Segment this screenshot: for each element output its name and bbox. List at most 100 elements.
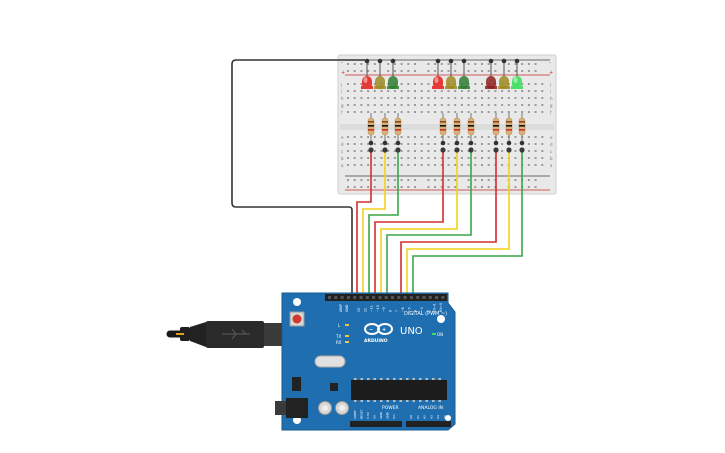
digital-pin-label: 13 xyxy=(357,308,361,312)
rx-led xyxy=(345,341,349,343)
row-letter: f xyxy=(550,110,552,115)
signal-wire[interactable] xyxy=(362,150,386,298)
l-led xyxy=(345,324,349,326)
rail-plus-label-right: + xyxy=(549,70,553,76)
power-pin-label: RESET xyxy=(360,409,364,419)
digital-pin-label: ~6 xyxy=(401,307,405,312)
digital-pin-label: 12 xyxy=(363,308,367,312)
row-letter: d xyxy=(341,142,344,147)
led xyxy=(388,76,398,89)
l-label: L xyxy=(338,323,341,328)
svg-text:−: − xyxy=(369,327,373,333)
crystal-oscillator xyxy=(314,355,346,368)
row-letter: c xyxy=(341,149,343,154)
led xyxy=(486,76,496,89)
model-label: UNO xyxy=(400,326,423,337)
gnd-pin-label: GND xyxy=(345,304,349,312)
power-jack[interactable] xyxy=(275,398,308,418)
row-letter: a xyxy=(550,163,553,168)
analog-pin-label: A0 xyxy=(409,415,413,419)
digital-pin-label: 2 xyxy=(426,310,430,312)
row-letter: h xyxy=(341,96,344,101)
row-letter: d xyxy=(550,142,553,147)
row-letter: h xyxy=(550,96,553,101)
row-letter: g xyxy=(341,103,344,108)
digital-pin-label: TX→1 xyxy=(433,303,437,313)
tx-led xyxy=(345,335,349,337)
signal-wire[interactable] xyxy=(356,150,372,298)
analog-pin-label: A5 xyxy=(443,415,447,419)
arduino-logo: − + xyxy=(364,323,393,335)
digital-pin-label: ~5 xyxy=(407,307,411,312)
led xyxy=(512,76,522,89)
analog-pin-label: A1 xyxy=(416,415,420,419)
analog-pin-label: A4 xyxy=(436,415,440,419)
power-pin-label: Vin xyxy=(392,414,396,419)
analog-header[interactable] xyxy=(406,421,451,427)
rail-plus-label: + xyxy=(341,70,345,76)
ground-wire[interactable] xyxy=(231,59,365,298)
atmega-chip xyxy=(351,378,447,402)
row-letter: i xyxy=(550,89,551,94)
led xyxy=(362,76,372,89)
signal-wire[interactable] xyxy=(406,150,510,298)
led xyxy=(446,76,456,89)
reset-button[interactable] xyxy=(289,311,305,327)
mounting-hole xyxy=(293,298,301,306)
row-letter: b xyxy=(341,156,344,161)
on-label: ON xyxy=(437,332,443,337)
svg-text:+: + xyxy=(382,327,386,333)
resistor-array xyxy=(367,113,526,146)
rx-label: RX xyxy=(336,340,342,345)
wire-endpoint xyxy=(382,147,388,153)
digital-pin-label: ~11 xyxy=(370,305,374,312)
signal-wires[interactable] xyxy=(356,147,525,298)
led xyxy=(433,76,443,89)
rail-minus-label: - xyxy=(341,60,343,66)
wire-endpoint xyxy=(506,147,512,153)
row-letter: c xyxy=(550,149,552,154)
signal-wire[interactable] xyxy=(374,150,444,298)
signal-wire[interactable] xyxy=(368,150,399,298)
digital-pin-label: ~3 xyxy=(420,307,424,312)
digital-pin-label: 8 xyxy=(389,310,393,312)
wire-endpoint xyxy=(440,147,446,153)
signal-wire[interactable] xyxy=(412,150,523,298)
brand-label: ARDUINO xyxy=(364,338,388,344)
digital-pin-label: ~10 xyxy=(376,305,380,312)
rail-minus-label-right: - xyxy=(549,60,551,66)
led xyxy=(375,76,385,89)
power-pin-label: 5V xyxy=(373,414,377,419)
digital-pin-label: 4 xyxy=(414,310,418,312)
led-array xyxy=(361,58,523,89)
on-led xyxy=(432,333,436,335)
signal-wire[interactable] xyxy=(400,150,497,298)
aref-pin-label: AREF xyxy=(339,304,343,312)
digital-pin-label: 7 xyxy=(395,310,399,312)
row-letter: e xyxy=(341,135,344,140)
power-pin-label: GND xyxy=(379,411,383,419)
power-pin-label: GND xyxy=(386,411,390,419)
analog-pin-label: A2 xyxy=(423,415,427,419)
icsp-header xyxy=(292,377,301,391)
power-header[interactable] xyxy=(350,421,402,427)
analog-label: ANALOG IN xyxy=(418,405,443,411)
power-label: POWER xyxy=(382,405,399,411)
row-letter: j xyxy=(340,82,342,87)
signal-wire[interactable] xyxy=(386,150,472,298)
voltage-regulator xyxy=(330,383,338,391)
row-letter: b xyxy=(550,156,553,161)
row-letter: j xyxy=(549,82,551,87)
signal-wire[interactable] xyxy=(380,150,458,298)
row-letter: a xyxy=(341,163,344,168)
tx-label: TX xyxy=(335,334,341,339)
digital-pin-label: RX←0 xyxy=(439,303,443,312)
wire-endpoint xyxy=(468,147,474,153)
led xyxy=(499,76,509,89)
